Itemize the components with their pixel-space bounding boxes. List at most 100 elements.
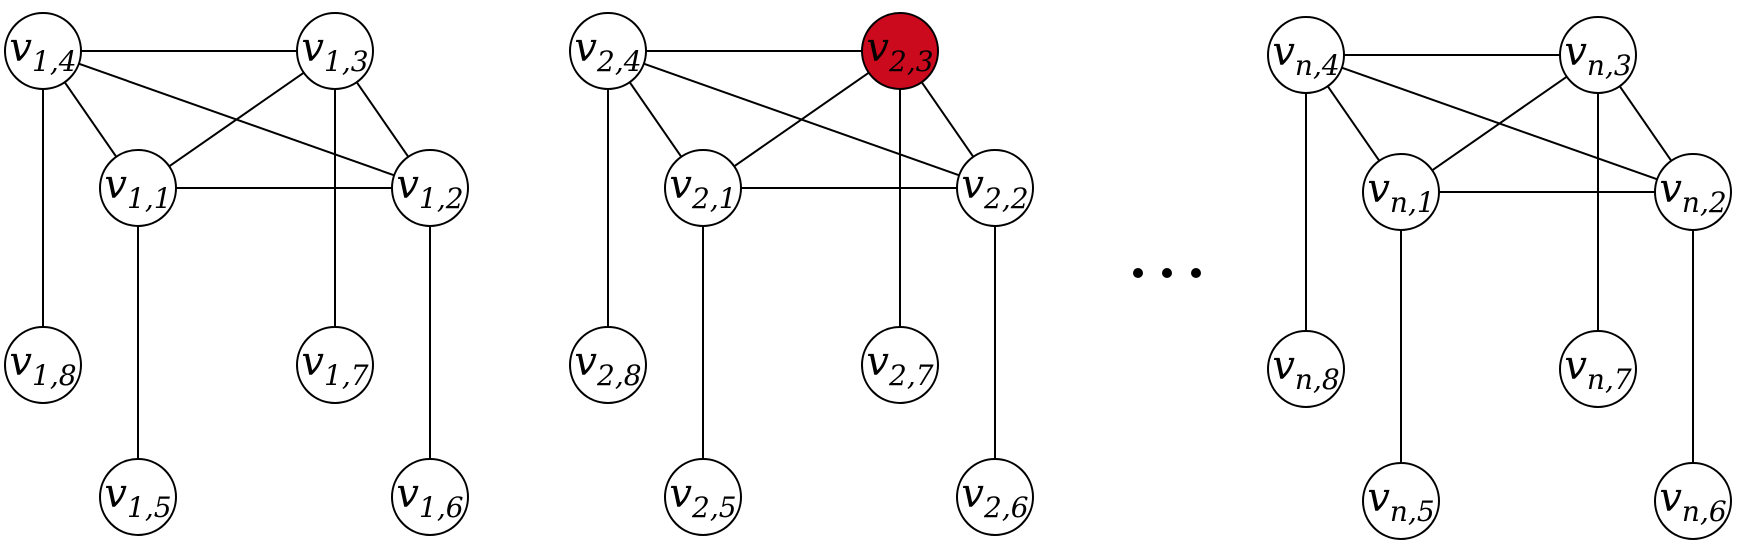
node-circle bbox=[1654, 462, 1732, 540]
node-label-subscript: 1,6 bbox=[419, 491, 464, 524]
node-label-base: v bbox=[301, 25, 324, 71]
node-label-base: v bbox=[1564, 343, 1587, 389]
node-label-subscript: 2,5 bbox=[691, 491, 737, 524]
node-v-2-6: v2,6 bbox=[956, 458, 1034, 536]
node-label-base: v bbox=[1659, 166, 1682, 212]
node-circle bbox=[1654, 153, 1732, 231]
node-label: v1,7 bbox=[301, 339, 368, 392]
node-circle bbox=[1267, 330, 1345, 408]
node-circle bbox=[99, 458, 177, 536]
node-v-2-4: v2,4 bbox=[569, 12, 647, 90]
node-v-1-5: v1,5 bbox=[99, 458, 177, 536]
node-circle bbox=[1559, 16, 1637, 94]
node-v-2-8: v2,8 bbox=[569, 326, 647, 404]
edge-2-3-1 bbox=[733, 71, 870, 168]
node-label: v2,3 bbox=[866, 25, 933, 78]
node-label-base: v bbox=[1272, 343, 1295, 389]
node-label-base: v bbox=[104, 162, 127, 208]
node-circle bbox=[296, 12, 374, 90]
node-label-base: v bbox=[669, 471, 692, 517]
node-label: v2,7 bbox=[866, 339, 933, 392]
node-label-base: v bbox=[9, 25, 32, 71]
node-label-base: v bbox=[574, 25, 597, 71]
node-label-base: v bbox=[866, 25, 889, 71]
node-label: vn,5 bbox=[1367, 475, 1434, 528]
node-circle bbox=[664, 458, 742, 536]
node-label-subscript: 2,8 bbox=[596, 359, 642, 392]
node-v-2-1: v2,1 bbox=[664, 149, 742, 227]
node-label-base: v bbox=[669, 162, 692, 208]
node-label: vn,2 bbox=[1659, 166, 1726, 219]
node-circle bbox=[1362, 153, 1440, 231]
node-label: v2,8 bbox=[574, 339, 641, 392]
node-label: v1,1 bbox=[104, 162, 171, 215]
node-label-subscript: 1,2 bbox=[419, 182, 464, 215]
node-label-subscript: n,1 bbox=[1390, 186, 1435, 219]
node-label-base: v bbox=[866, 339, 889, 385]
node-v-2-2: v2,2 bbox=[956, 149, 1034, 227]
node-label-base: v bbox=[396, 471, 419, 517]
node-label: v1,8 bbox=[9, 339, 76, 392]
node-v-2-7: v2,7 bbox=[861, 326, 939, 404]
node-label-subscript: n,5 bbox=[1390, 495, 1435, 528]
node-label-base: v bbox=[1659, 475, 1682, 521]
node-label-subscript: 2,2 bbox=[983, 182, 1029, 215]
node-label-subscript: n,3 bbox=[1587, 49, 1632, 82]
node-v-2-3: v2,3 bbox=[861, 12, 939, 90]
node-label-base: v bbox=[961, 471, 984, 517]
node-v-1-8: v1,8 bbox=[4, 326, 82, 404]
node-v-n-8: vn,8 bbox=[1267, 330, 1345, 408]
node-label-base: v bbox=[301, 339, 324, 385]
node-label-base: v bbox=[961, 162, 984, 208]
node-circle bbox=[296, 326, 374, 404]
node-circle bbox=[956, 458, 1034, 536]
node-label: vn,4 bbox=[1272, 29, 1339, 82]
node-circle bbox=[569, 12, 647, 90]
node-v-n-3: vn,3 bbox=[1559, 16, 1637, 94]
node-label-subscript: 1,7 bbox=[324, 359, 369, 392]
node-label: v2,2 bbox=[961, 162, 1028, 215]
node-label: vn,6 bbox=[1659, 475, 1726, 528]
node-circle bbox=[1267, 16, 1345, 94]
node-label-subscript: 1,8 bbox=[32, 359, 77, 392]
node-label-base: v bbox=[9, 339, 32, 385]
node-label-subscript: 1,3 bbox=[324, 45, 369, 78]
node-label-subscript: n,6 bbox=[1682, 495, 1727, 528]
node-label: v1,5 bbox=[104, 471, 171, 524]
node-label: v2,4 bbox=[574, 25, 641, 78]
node-label: v2,1 bbox=[669, 162, 736, 215]
node-label-subscript: 2,1 bbox=[691, 182, 737, 215]
node-v-1-4: v1,4 bbox=[4, 12, 82, 90]
node-v-n-5: vn,5 bbox=[1362, 462, 1440, 540]
node-label-subscript: 1,1 bbox=[127, 182, 172, 215]
ellipsis-dot-3 bbox=[1191, 268, 1201, 278]
node-circle bbox=[4, 326, 82, 404]
node-label-base: v bbox=[396, 162, 419, 208]
node-label-base: v bbox=[1564, 29, 1587, 75]
node-v-1-1: v1,1 bbox=[99, 149, 177, 227]
node-circle bbox=[956, 149, 1034, 227]
edge-n-3-1 bbox=[1431, 75, 1568, 172]
node-label: v2,6 bbox=[961, 471, 1028, 524]
node-label: v1,4 bbox=[9, 25, 76, 78]
node-label-subscript: 2,3 bbox=[888, 45, 934, 78]
node-label-base: v bbox=[1367, 166, 1390, 212]
node-v-1-7: v1,7 bbox=[296, 326, 374, 404]
node-v-1-3: v1,3 bbox=[296, 12, 374, 90]
node-label-subscript: n,2 bbox=[1682, 186, 1727, 219]
edge-n-4-1 bbox=[1326, 85, 1381, 162]
node-label: vn,8 bbox=[1272, 343, 1339, 396]
node-circle bbox=[1362, 462, 1440, 540]
node-label: vn,7 bbox=[1564, 343, 1632, 396]
node-v-2-5: v2,5 bbox=[664, 458, 742, 536]
ellipsis-dot-1 bbox=[1133, 268, 1143, 278]
node-label: v2,5 bbox=[669, 471, 736, 524]
node-label-subscript: 1,5 bbox=[127, 491, 172, 524]
node-v-1-6: v1,6 bbox=[391, 458, 469, 536]
node-label: v1,6 bbox=[396, 471, 463, 524]
node-label-base: v bbox=[104, 471, 127, 517]
node-circle bbox=[99, 149, 177, 227]
node-v-n-7: vn,7 bbox=[1559, 330, 1637, 408]
node-v-n-4: vn,4 bbox=[1267, 16, 1345, 94]
